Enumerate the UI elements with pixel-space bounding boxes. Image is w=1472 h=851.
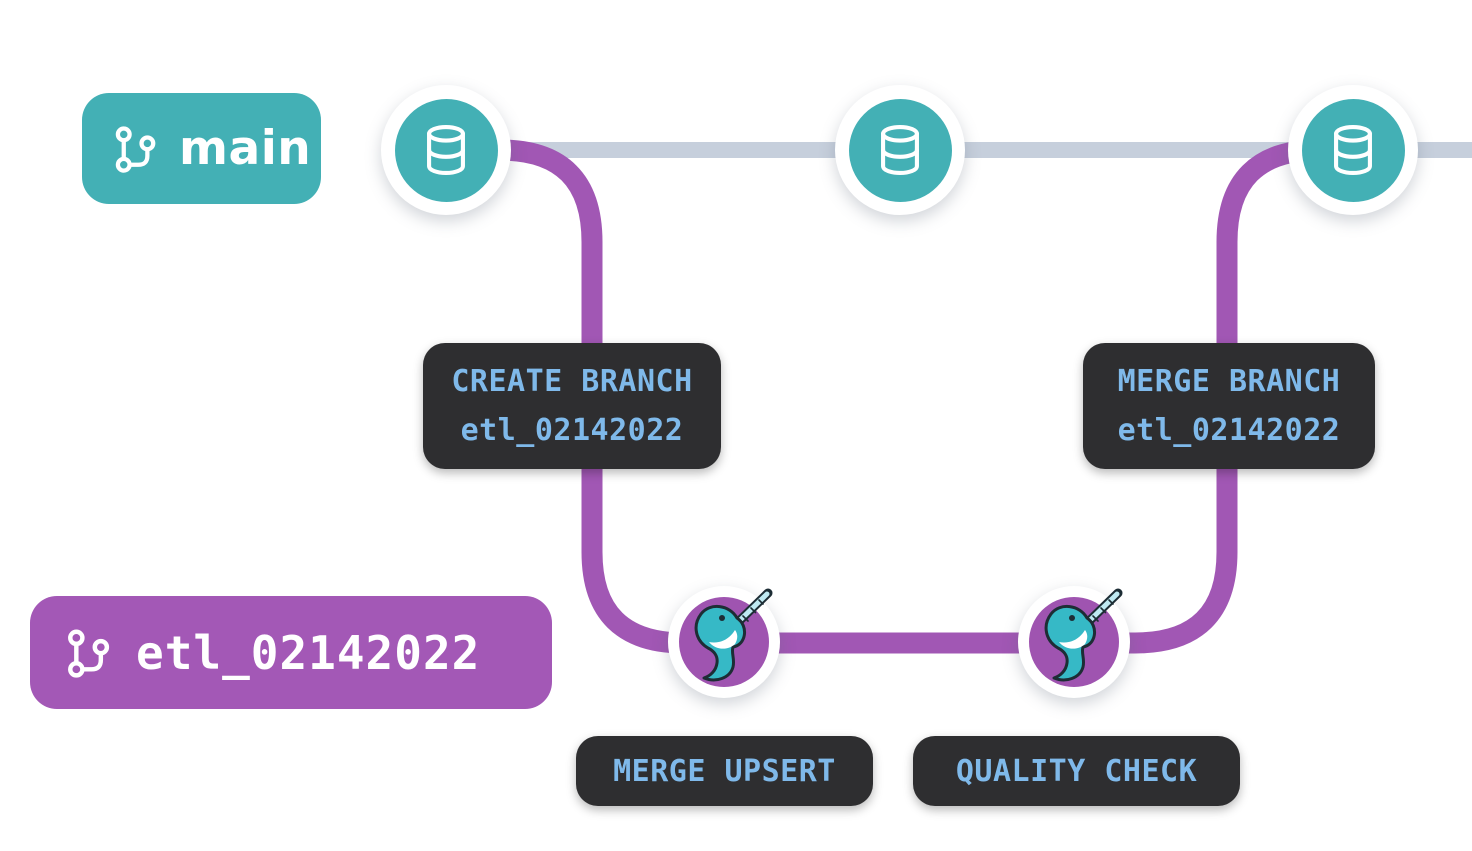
- database-icon: [1334, 124, 1372, 176]
- action-line: CREATE BRANCH: [451, 364, 693, 399]
- etl-branch-line: [446, 139, 1353, 654]
- action-label-merge-upsert: MERGE UPSERT: [576, 736, 873, 806]
- commit-node-circle: [394, 98, 498, 202]
- git-branch-icon: [68, 629, 110, 678]
- action-line: MERGE UPSERT: [613, 753, 836, 789]
- main-branch-badge: main: [82, 93, 321, 204]
- database-icon: [427, 124, 465, 176]
- commit-node-2: [835, 85, 965, 215]
- action-label-quality-check: QUALITY CHECK: [913, 736, 1240, 806]
- narwhal-icon: [694, 588, 773, 682]
- etl-branch-label: etl_02142022: [136, 625, 481, 680]
- commit-node-1: [381, 85, 511, 215]
- commit-node-circle: [1301, 98, 1405, 202]
- git-branch-icon: [115, 125, 156, 173]
- commit-node-3: [1288, 85, 1418, 215]
- narwhal-icon: [1044, 588, 1123, 682]
- action-label-create-branch: CREATE BRANCH etl_02142022: [423, 343, 721, 469]
- action-label-merge-branch: MERGE BRANCH etl_02142022: [1083, 343, 1375, 469]
- action-line: etl_02142022: [1117, 413, 1341, 448]
- etl-node-merge-upsert: [668, 586, 780, 698]
- etl-node-circle: [679, 588, 773, 687]
- commit-node-circle: [848, 98, 952, 202]
- main-branch-label: main: [179, 121, 312, 176]
- etl-branch-badge: etl_02142022: [30, 596, 552, 709]
- action-line: QUALITY CHECK: [955, 753, 1198, 789]
- etl-node-quality-check: [1018, 586, 1130, 698]
- etl-node-circle: [1029, 588, 1123, 687]
- action-line: etl_02142022: [460, 413, 684, 448]
- database-icon: [881, 124, 919, 176]
- action-line: MERGE BRANCH: [1117, 364, 1341, 399]
